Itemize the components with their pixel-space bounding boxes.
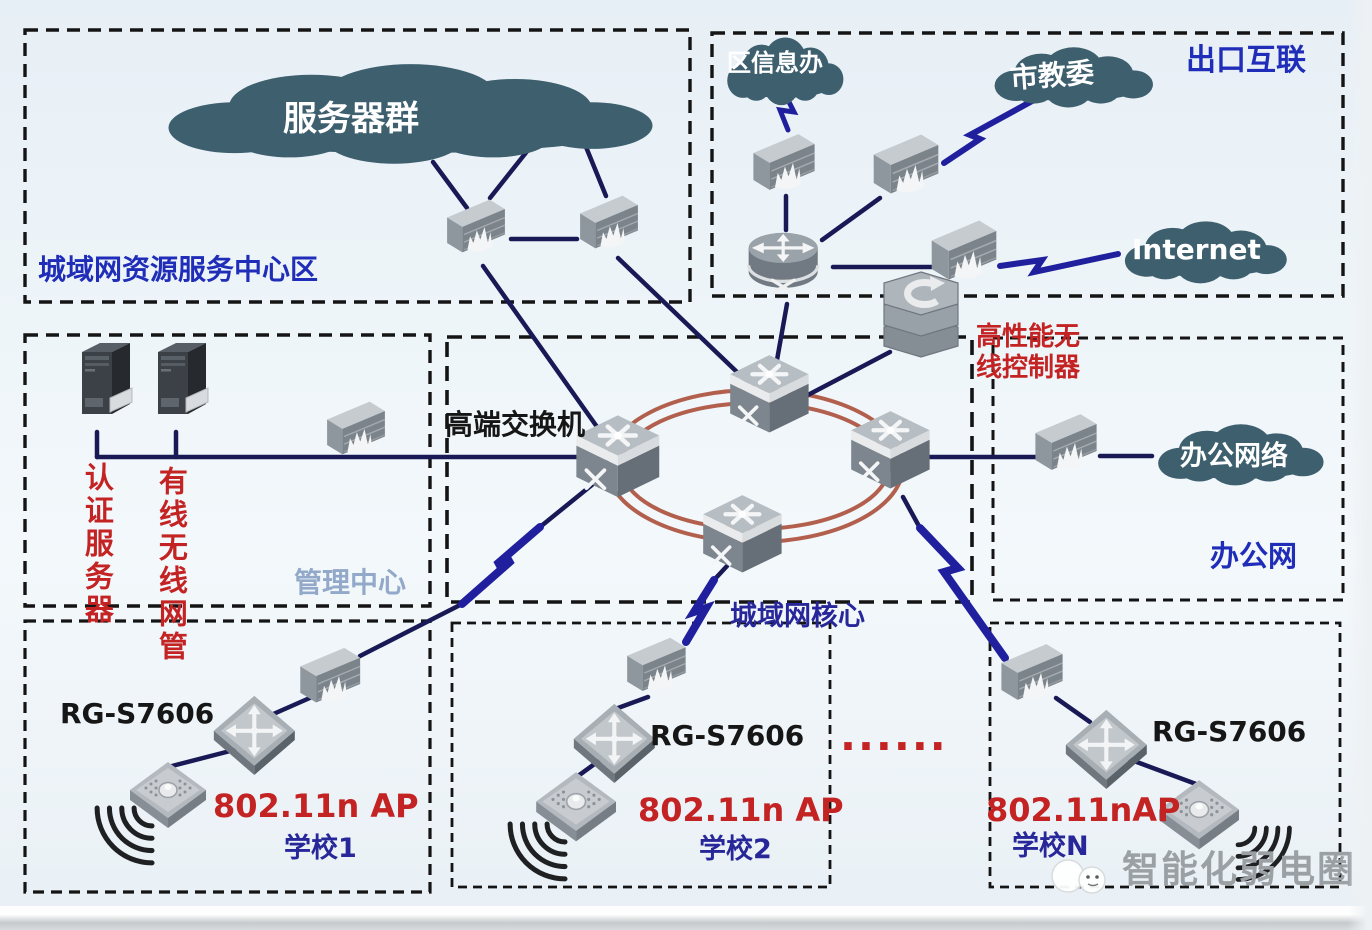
firewall-icon-district bbox=[752, 133, 816, 191]
office-network-cloud-label: 办公网络 bbox=[1180, 441, 1288, 472]
wireless-controller-icon bbox=[884, 272, 958, 357]
schoolN-name-label: 学校N bbox=[1012, 831, 1089, 862]
wifi-waves-school2 bbox=[510, 824, 565, 879]
wireless-controller-label: 高性能无 线控制器 bbox=[976, 322, 1081, 383]
school1-name-label: 学校1 bbox=[284, 833, 357, 864]
office-box bbox=[991, 336, 1345, 602]
link-sN-rg-ap bbox=[1123, 755, 1199, 787]
link-coretop-wlc bbox=[803, 349, 893, 399]
school2-name-label: 学校2 bbox=[699, 834, 772, 865]
rg-switch-schoolN bbox=[1066, 710, 1147, 789]
bolt-edu bbox=[941, 97, 1037, 166]
schoolN-ap-label: 802.11nAP bbox=[986, 791, 1181, 829]
link-coreleft-s1-b bbox=[357, 601, 465, 659]
connection-lines bbox=[94, 137, 1199, 787]
link-sN-fw-rg bbox=[1053, 695, 1093, 725]
link-router-coretop bbox=[774, 301, 790, 363]
core-box bbox=[445, 335, 974, 604]
internet-label: Internet bbox=[1132, 233, 1261, 266]
nms-label: 有线无线网管 bbox=[154, 466, 189, 664]
firewall-icon-school2 bbox=[626, 637, 687, 692]
resource-center-box bbox=[23, 28, 692, 304]
school1-switch-model-label: RG-S7606 bbox=[60, 697, 215, 730]
bolt-school2 bbox=[682, 576, 718, 646]
nms-server-icon bbox=[157, 342, 209, 415]
district-info-office-label: 区信息办 bbox=[727, 49, 823, 77]
firewall-icon-schoolN bbox=[1000, 643, 1064, 701]
resource-center-label: 城域网资源服务中心区 bbox=[38, 253, 319, 286]
link-router-fwedu bbox=[819, 195, 883, 243]
slide-right-edge bbox=[1348, 0, 1372, 930]
schoolN-box bbox=[988, 621, 1342, 889]
bolt-school1 bbox=[458, 523, 544, 608]
highend-switch-label: 高端交换机 bbox=[445, 408, 586, 441]
edu-committee-label: 市教委 bbox=[1008, 56, 1096, 95]
firewall-icon-resource-2 bbox=[579, 194, 639, 250]
watermark-mascot-icon bbox=[1051, 859, 1106, 894]
bolt-district bbox=[776, 93, 799, 133]
school2-box bbox=[450, 621, 832, 889]
link-s1-rg-ap bbox=[169, 747, 237, 769]
firewall-icon-management bbox=[326, 400, 386, 456]
link-s2-fw-rg bbox=[615, 694, 651, 711]
auth-server-icon bbox=[81, 342, 133, 415]
schools-ellipsis: ...... bbox=[840, 711, 948, 760]
firewall-icon-office bbox=[1034, 413, 1098, 471]
metro-core-label: 城域网核心 bbox=[730, 601, 865, 632]
firewall-icon-internet bbox=[930, 219, 998, 281]
school1-ap-label: 802.11n AP bbox=[213, 787, 419, 825]
server-farm-cloud-label: 服务器群 bbox=[283, 99, 419, 139]
link-servers-fw1a bbox=[430, 159, 470, 211]
core-switch-top bbox=[730, 355, 808, 432]
ap-icon-school1 bbox=[129, 761, 207, 829]
link-servers-fw2 bbox=[581, 139, 609, 199]
exit-box bbox=[710, 31, 1345, 298]
auth-server-label: 认证服务器 bbox=[80, 462, 115, 627]
slide-bottom-edge bbox=[0, 906, 1372, 930]
bolt-internet bbox=[997, 251, 1121, 277]
core-switch-right bbox=[851, 411, 929, 488]
bolt-schoolN bbox=[916, 524, 1009, 662]
school2-switch-model-label: RG-S7606 bbox=[650, 719, 805, 752]
lightning-bolts bbox=[458, 93, 1121, 662]
link-fw1-coreleft bbox=[480, 263, 615, 451]
firewall-icon-edu bbox=[872, 133, 940, 195]
management-center-label: 管理中心 bbox=[294, 566, 407, 599]
school1-box bbox=[23, 619, 432, 894]
wifi-waves-school1 bbox=[97, 808, 152, 863]
office-net-label: 办公网 bbox=[1210, 539, 1298, 573]
watermark-text: 智能化弱电圈 bbox=[1122, 848, 1356, 891]
schoolN-switch-model-label: RG-S7606 bbox=[1152, 715, 1307, 748]
firewall-icon-resource-1 bbox=[446, 198, 506, 254]
core-switch-bottom bbox=[703, 495, 781, 572]
school2-ap-label: 802.11n AP bbox=[638, 791, 844, 829]
exit-interconnect-label: 出口互联 bbox=[1186, 43, 1306, 78]
firewall-icon-school1 bbox=[299, 647, 361, 704]
router-icon bbox=[746, 231, 820, 296]
link-coreright-sN-a bbox=[900, 494, 923, 531]
